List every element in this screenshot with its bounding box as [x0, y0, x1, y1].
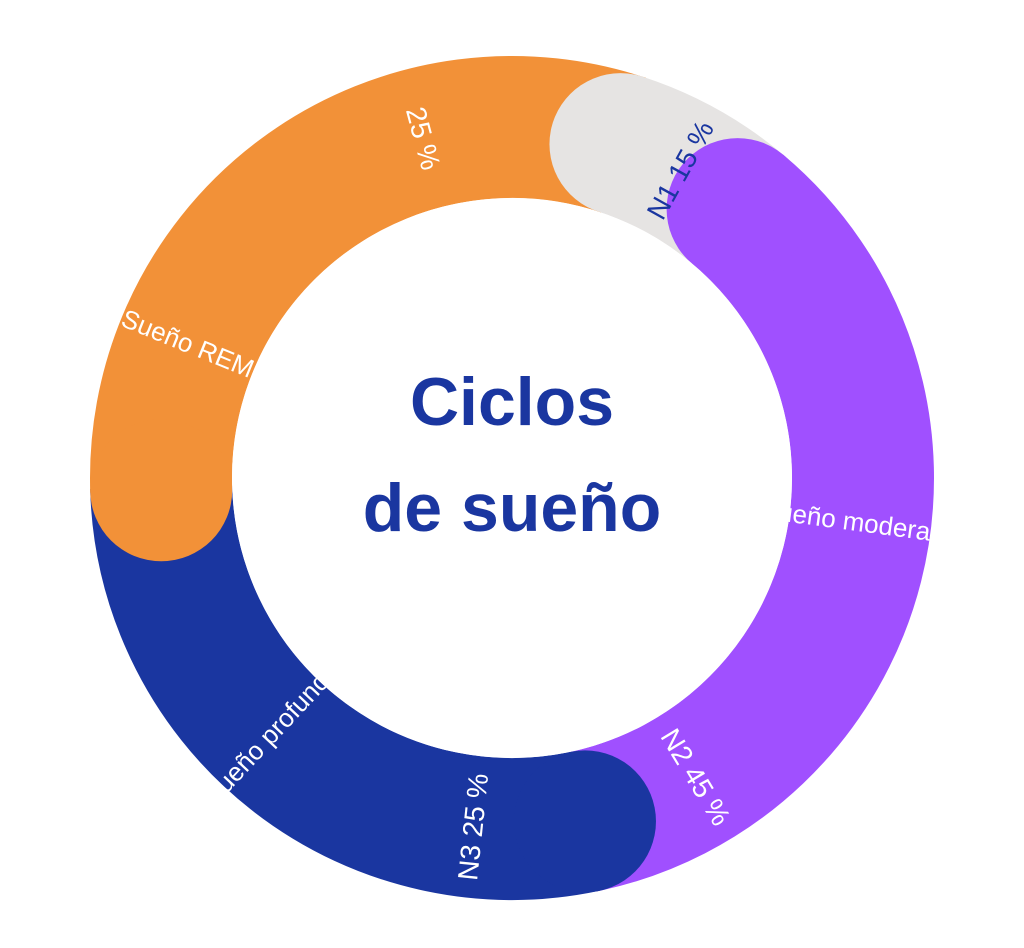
donut-slice-n3	[90, 484, 600, 900]
donut-slice-cap-n2	[666, 138, 809, 281]
donut-slice-cap-rem	[90, 419, 233, 562]
chart-title-line-1: Ciclos	[409, 364, 615, 440]
chart-title-line-2: de sueño	[362, 470, 662, 546]
donut-slice-n2	[566, 154, 934, 892]
donut-slice-cap-n3	[513, 750, 656, 893]
donut-hole	[232, 198, 792, 758]
donut-slice-cap-n1	[549, 73, 692, 216]
donut-ring	[90, 56, 934, 900]
donut-slice-rem	[90, 56, 646, 493]
